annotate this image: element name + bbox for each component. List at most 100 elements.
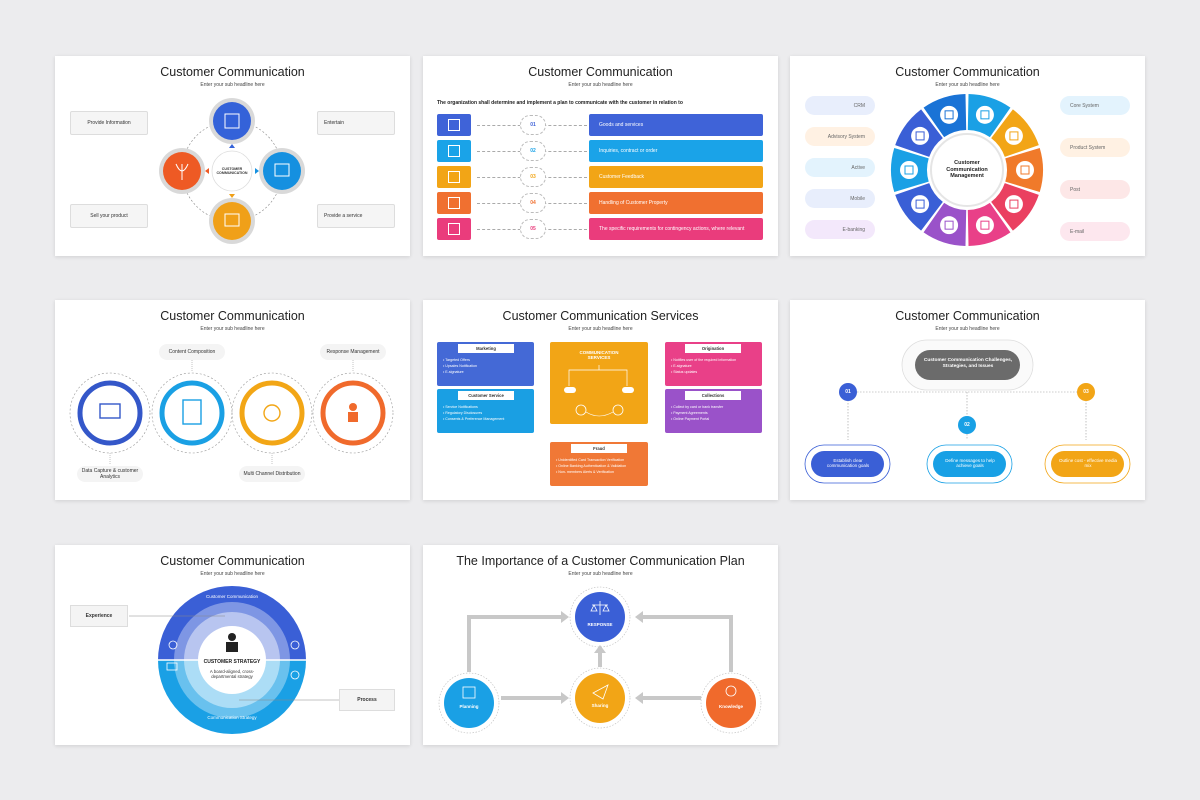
service-items: • Service Notifications• Regulatory Disc… — [443, 405, 504, 422]
segment-icon-9 — [911, 126, 930, 145]
process-circles — [69, 360, 394, 465]
strategy-head: CUSTOMER STRATEGY — [203, 659, 261, 665]
node-planning — [444, 678, 494, 728]
slide-subtitle: Enter your sub headline here — [568, 326, 633, 332]
list-item: • Unidentified Card Transaction Verifica… — [556, 458, 625, 462]
right-pill-2: Product System — [1060, 138, 1130, 157]
list-item: • Online Payment Portal — [671, 416, 710, 421]
label-data-capture: Data Capture & customer Analytics — [77, 466, 143, 482]
label-sell-product: Sell your product — [70, 204, 148, 228]
node-sharing — [575, 673, 625, 723]
marketing-items: • Targeted Offers• Upsales Notification•… — [443, 358, 477, 375]
slide-title: Customer Communication — [895, 65, 1040, 79]
slide-title: Customer Communication — [160, 309, 305, 323]
row-number-3: 03 — [520, 167, 546, 187]
bottom-arc-label: Communication Strategy — [207, 715, 257, 720]
row-text-5: The specific requirements for contingenc… — [589, 218, 763, 240]
left-pill-3: Active — [805, 158, 875, 177]
slide-title: The Importance of a Customer Communicati… — [456, 554, 745, 568]
row-icon-1 — [437, 114, 471, 136]
slide-subtitle: Enter your sub headline here — [200, 326, 265, 332]
step-num-1: 01 — [845, 389, 851, 395]
row-number-4: 04 — [520, 193, 546, 213]
fraud-items: • Unidentified Card Transaction Verifica… — [556, 458, 626, 475]
service-head: Customer Service — [458, 391, 514, 400]
segment-icon-5 — [975, 216, 994, 235]
segment-icon-7 — [911, 195, 930, 214]
list-item: • Service Notifications — [443, 405, 478, 409]
row-text-2: Inquiries, contract or order — [589, 140, 763, 162]
slide-title: Customer Communication — [528, 65, 673, 79]
segment-icon-6 — [940, 216, 959, 235]
label-provide-information: Provide Information — [70, 111, 148, 135]
row-text-3: Customer Feedback — [589, 166, 763, 188]
node-knowledge — [706, 678, 756, 728]
services-center-card — [550, 342, 648, 424]
node-response — [575, 592, 625, 642]
slide-title: Customer Communication — [160, 65, 305, 79]
collections-items: • Collect by card or bank transfer• Paym… — [671, 405, 723, 422]
challenge-center-label: Customer Communication Challenges, Strat… — [923, 358, 1013, 369]
slide-title: Customer Communication — [160, 554, 305, 568]
step-circle-3 — [1077, 383, 1095, 401]
slide-subtitle: Enter your sub headline here — [200, 82, 265, 88]
row-icon-3 — [437, 166, 471, 188]
list-item: • Collect by card or bank transfer — [671, 405, 724, 409]
slide-subtitle: Enter your sub headline here — [568, 82, 633, 88]
circle-distribution — [239, 380, 305, 446]
step-num-2: 02 — [964, 422, 970, 428]
slide-subtitle: Enter your sub headline here — [200, 571, 265, 577]
slide-1[interactable]: Customer Communication Enter your sub he… — [55, 56, 410, 256]
list-item: • E-signature — [443, 369, 464, 374]
right-pill-3: Post — [1060, 180, 1130, 199]
segment-icon-2 — [1004, 126, 1023, 145]
row-number-2: 02 — [520, 141, 546, 161]
origination-head: Origination — [685, 344, 741, 353]
list-item: • Targeted Offers — [443, 358, 470, 362]
node-knowledge-label: Knowledge — [718, 704, 743, 709]
list-item: • Online Banking Authentication & Valida… — [556, 463, 627, 468]
services-center-graphic — [564, 365, 634, 417]
step-box-1: Establish clear communication goals — [826, 458, 870, 469]
step-box-2: Define messages to help achieve goals — [945, 458, 995, 469]
list-item: • Upsales Notification — [443, 363, 478, 368]
marketing-head: Marketing — [458, 344, 514, 353]
segment-icon-4 — [1004, 195, 1023, 214]
slide-7[interactable]: Customer Communication Enter your sub he… — [55, 545, 410, 745]
origination-items: • Notifies user of the required informat… — [671, 358, 736, 375]
challenge-diagram — [804, 339, 1131, 484]
slide-2[interactable]: Customer Communication Enter your sub he… — [423, 56, 778, 256]
row-icon-4 — [437, 192, 471, 214]
slide-subtitle: Enter your sub headline here — [935, 82, 1000, 88]
row-number-1: 01 — [520, 115, 546, 135]
label-content-composition: Content Composition — [159, 344, 225, 360]
list-item: • Notifies user of the required informat… — [671, 358, 737, 362]
row-text-4: Handling of Customer Property — [589, 192, 763, 214]
slide-6[interactable]: Customer Communication Enter your sub he… — [790, 300, 1145, 500]
fraud-head: Fraud — [571, 444, 627, 453]
strategy-ring — [129, 586, 340, 734]
slide-3[interactable]: Customer Communication Enter your sub he… — [790, 56, 1145, 256]
row-icon-5 — [437, 218, 471, 240]
ring-center-label: Customer Communication Management — [946, 160, 988, 180]
slide-8[interactable]: The Importance of a Customer Communicati… — [423, 545, 778, 745]
slide-4[interactable]: Customer Communication Enter your sub he… — [55, 300, 410, 500]
label-provide-service: Provide a service — [317, 204, 395, 228]
list-item: • Payment Agreements — [671, 410, 708, 415]
list-item: • Non- members Alerts & Verification — [556, 469, 614, 474]
step-circle-1 — [839, 383, 857, 401]
intro-text: The organization shall determine and imp… — [437, 100, 683, 106]
segment-icon-8 — [900, 161, 918, 179]
list-item: • Consents & Preference Management — [443, 416, 505, 421]
node-response-label: RESPONSE — [587, 622, 613, 627]
collections-head: Collections — [685, 391, 741, 400]
slide-title: Customer Communication Services — [502, 309, 699, 323]
segment-icon-10 — [940, 105, 959, 124]
cycle-diagram — [159, 98, 305, 244]
slide-5[interactable]: Customer Communication Services Enter yo… — [423, 300, 778, 500]
circle-composition — [159, 380, 225, 446]
flow-diagram — [438, 586, 762, 734]
circle-analytics — [77, 380, 143, 446]
row-icon-2 — [437, 140, 471, 162]
slide-title: Customer Communication — [895, 309, 1040, 323]
